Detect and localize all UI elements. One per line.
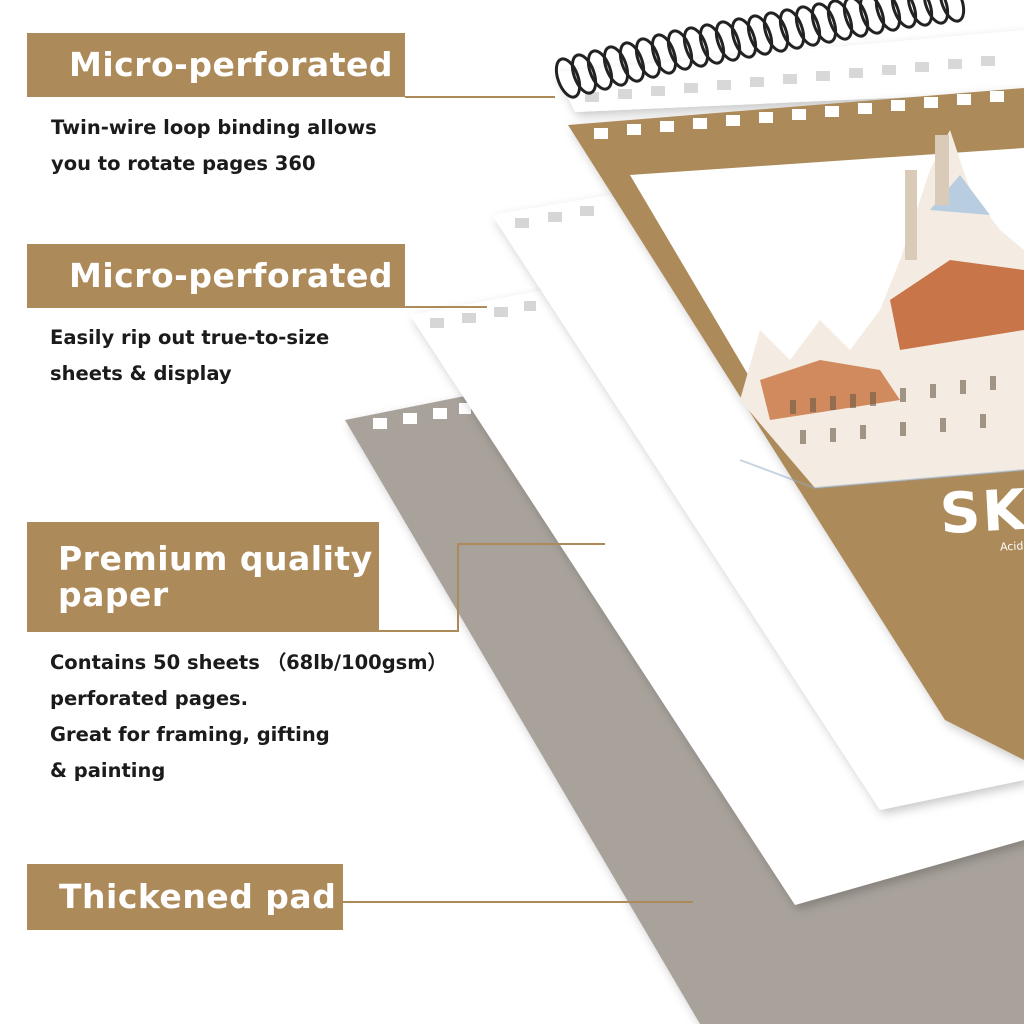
cover-subtitle-text: Acid [999,539,1024,554]
feature-description-binding: Twin-wire loop binding allows you to rot… [51,110,377,182]
leader-line-3 [379,630,458,632]
description-line: perforated pages. [50,687,249,710]
description-line: Contains 50 sheets （68lb/100gsm） [50,651,448,674]
leader-line-2 [405,306,487,308]
feature-label-binding: Micro-perforated [27,33,405,97]
leader-line-4 [343,901,693,903]
leader-line-3-vertical [457,543,459,632]
feature-label-perforation: Micro-perforated [27,244,405,308]
leader-line-1 [405,96,555,98]
feature-label-thickened-pad: Thickened pad [27,864,343,930]
leader-line-3-top [457,543,605,545]
feature-description-perforation: Easily rip out true-to-size sheets & dis… [50,320,329,392]
flap-perforation-holes [585,56,995,102]
description-line: sheets & display [50,362,232,385]
feature-label-paper-quality: Premium quality paper [27,522,379,632]
description-line: you to rotate pages 360 [51,152,316,175]
description-line: Great for framing, gifting [50,723,330,746]
top-sheet-holes [515,206,594,228]
top-paper-sheet [492,195,1024,810]
feature-description-paper-quality: Contains 50 sheets （68lb/100gsm） perfora… [50,645,447,789]
cover-title-text: SK [938,477,1024,548]
description-line: & painting [50,759,166,782]
spiral-binding-icon [554,0,966,99]
sketch-illustration [739,130,1024,490]
cover-perforation-holes [594,91,1004,139]
label-line: paper [58,575,169,614]
label-line: Premium quality [58,539,373,578]
board-perforation-holes [373,403,471,429]
middle-sheet-holes [430,301,536,328]
description-line: Twin-wire loop binding allows [51,116,377,139]
cover-back-flap [555,30,1024,112]
description-line: Easily rip out true-to-size [50,326,330,349]
